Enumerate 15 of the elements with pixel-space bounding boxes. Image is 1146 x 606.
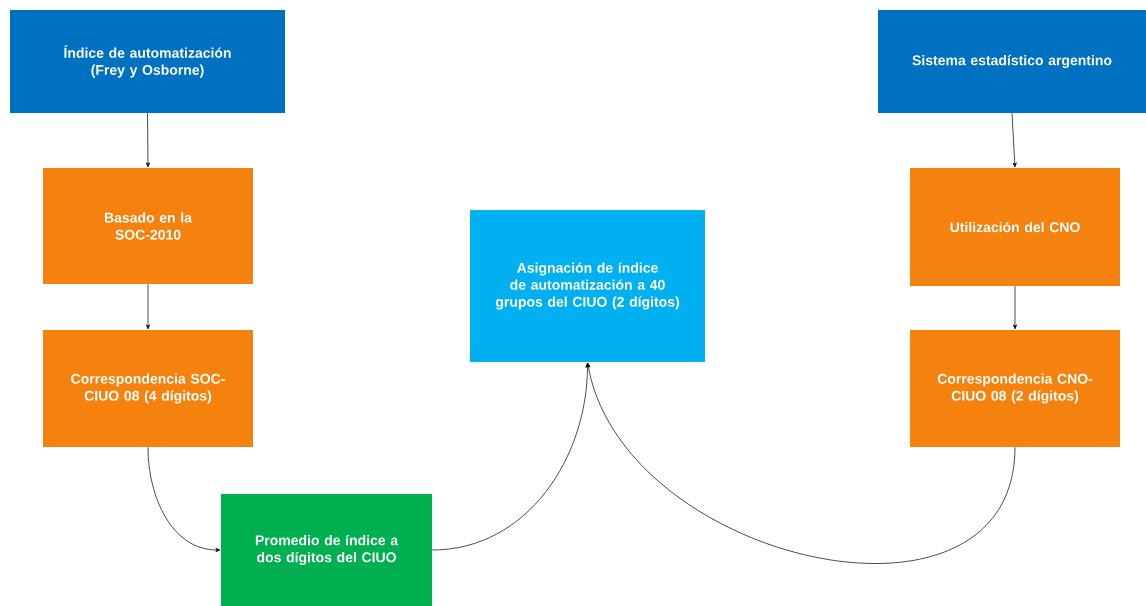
process-box: Índice de automatización (Frey y Osborne) bbox=[10, 10, 285, 113]
process-box: Basado en la SOC-2010 bbox=[43, 168, 253, 284]
process-box: Utilización del CNO bbox=[910, 168, 1120, 286]
process-box: Correspondencia SOC-CIUO 08 (4 dígitos) bbox=[43, 330, 253, 447]
process-box: Asignación de índice de automatización a 40 grupos del CIUO (2 dígitos) bbox=[470, 210, 705, 362]
arrow bbox=[586, 362, 1016, 564]
arrow bbox=[1012, 285, 1018, 330]
process-box: Correspondencia CNO-CIUO 08 (2 dígitos) bbox=[910, 330, 1120, 447]
process-box: Promedio de índice a dos dígitos del CIUO bbox=[221, 494, 432, 606]
arrow bbox=[147, 446, 221, 553]
arrow bbox=[1011, 112, 1017, 168]
arrow bbox=[431, 362, 590, 551]
arrow bbox=[145, 112, 150, 168]
arrow bbox=[145, 283, 151, 330]
process-box: Sistema estadístico argentino bbox=[878, 10, 1146, 113]
